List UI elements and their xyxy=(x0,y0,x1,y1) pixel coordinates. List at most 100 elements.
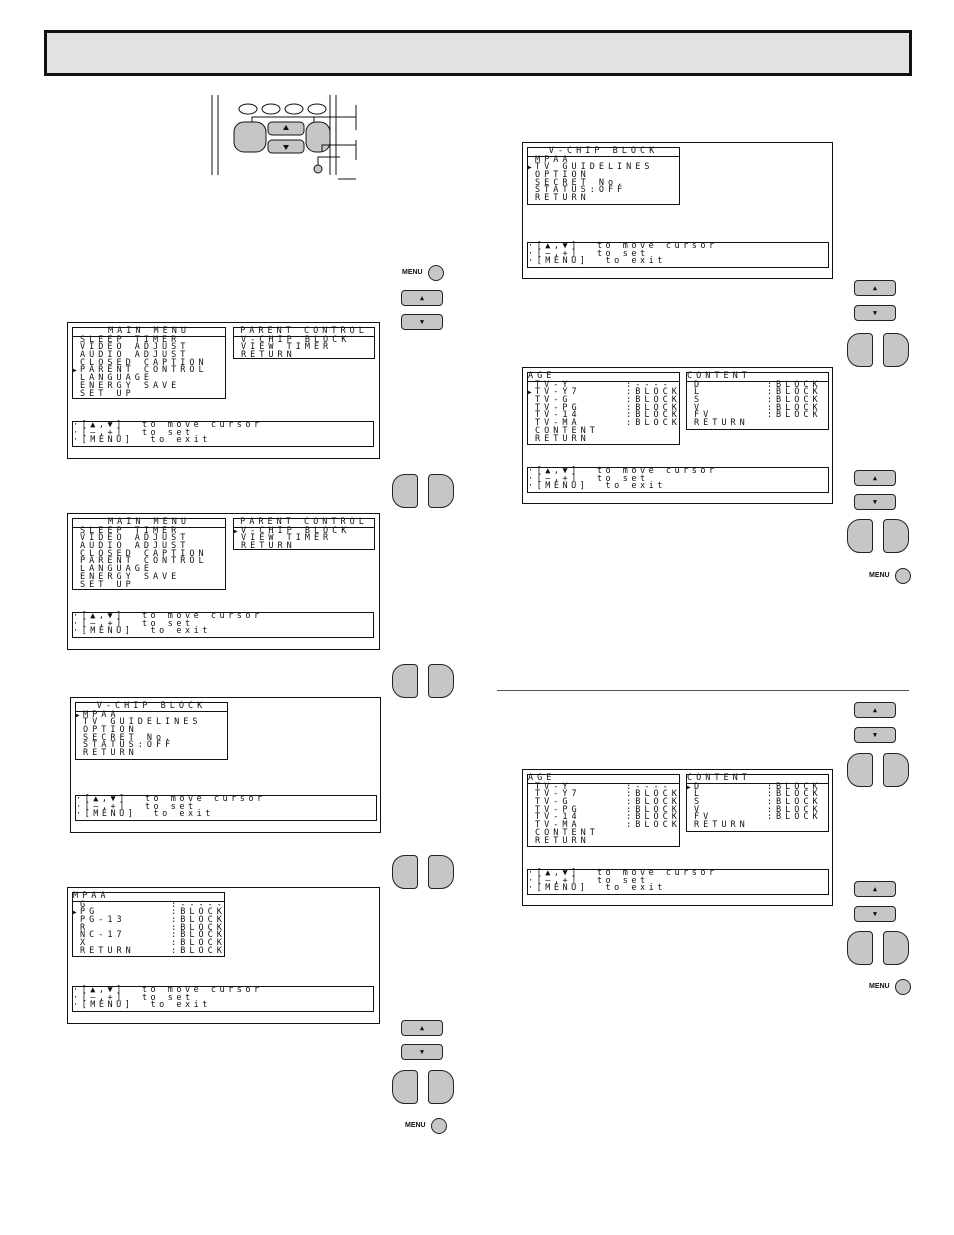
menu-item[interactable]: AUDIO ADJUST xyxy=(80,350,190,361)
menu-item[interactable]: STATUS:OFF xyxy=(83,740,175,751)
up-button[interactable]: ▲ xyxy=(854,470,896,486)
up-button[interactable]: ▲ xyxy=(854,702,896,718)
menu-item[interactable]: ENERGY SAVE xyxy=(80,380,181,391)
minus-button[interactable] xyxy=(392,474,418,508)
rating-row[interactable]: TV-Y7 :BLOCK xyxy=(535,789,681,800)
minus-button[interactable] xyxy=(392,664,418,698)
down-button[interactable]: ▼ xyxy=(854,305,896,321)
minus-button[interactable] xyxy=(847,931,873,965)
content-row[interactable]: D :BLOCK xyxy=(694,379,822,390)
menu-item[interactable]: RETURN xyxy=(241,350,296,361)
rating-row-selected[interactable]: ▶PG :BLOCK xyxy=(73,907,226,918)
plus-button[interactable] xyxy=(883,931,909,965)
menu-item-selected[interactable]: ▶PARENT CONTROL xyxy=(73,365,208,376)
up-button[interactable]: ▲ xyxy=(854,280,896,296)
content-row-selected[interactable]: ▶D :BLOCK xyxy=(687,781,822,792)
menu-item-selected[interactable]: ▶V-CHIP BLOCK xyxy=(234,525,351,536)
content-row[interactable]: L :BLOCK xyxy=(694,789,822,800)
content-row[interactable]: FV :BLOCK xyxy=(694,410,822,421)
rating-row-selected[interactable]: ▶TV-Y7 :BLOCK xyxy=(528,387,681,398)
plus-button[interactable] xyxy=(883,753,909,787)
rating-row[interactable]: RETURN :BLOCK xyxy=(80,945,226,956)
minus-button[interactable] xyxy=(392,1070,418,1104)
rating-row[interactable]: PG-13 :BLOCK xyxy=(80,915,226,926)
menu-item[interactable]: VIEW TIMER xyxy=(241,342,333,353)
menu-button[interactable]: MENU xyxy=(402,265,444,281)
menu-item-selected[interactable]: ▶TV GUIDELINES xyxy=(528,162,654,173)
content-row[interactable]: S :BLOCK xyxy=(694,395,822,406)
menu-item[interactable]: VIDEO ADJUST xyxy=(80,342,190,353)
menu-item[interactable]: ENERGY SAVE xyxy=(80,571,181,582)
rating-row[interactable]: TV-Y :---- xyxy=(535,379,672,390)
down-button[interactable]: ▼ xyxy=(854,494,896,510)
menu-item[interactable]: SET UP xyxy=(80,579,135,590)
menu-item[interactable]: CLOSED CAPTION xyxy=(80,357,208,368)
down-button[interactable]: ▼ xyxy=(854,906,896,922)
menu-item[interactable]: VIEW TIMER xyxy=(241,533,333,544)
plus-button[interactable] xyxy=(428,474,454,508)
down-button[interactable]: ▼ xyxy=(401,1044,443,1060)
rating-row[interactable]: NC-17 :BLOCK xyxy=(80,930,226,941)
menu-item[interactable]: SET UP xyxy=(80,388,135,399)
menu-item[interactable]: RETURN xyxy=(83,748,138,759)
rating-row[interactable]: TV-G :BLOCK xyxy=(535,395,681,406)
minus-button[interactable] xyxy=(847,519,873,553)
rating-row[interactable]: TV-MA :BLOCK xyxy=(535,418,681,429)
rating-row[interactable]: TV-14 :BLOCK xyxy=(535,812,681,823)
menu-item[interactable]: VIDEO ADJUST xyxy=(80,533,190,544)
plus-button[interactable] xyxy=(883,519,909,553)
plus-button[interactable] xyxy=(428,664,454,698)
menu-item[interactable]: SECRET No. xyxy=(535,177,627,188)
rating-row[interactable]: TV-MA :BLOCK xyxy=(535,820,681,831)
menu-item[interactable]: OPTION xyxy=(535,170,590,181)
content-row[interactable]: S :BLOCK xyxy=(694,797,822,808)
menu-item[interactable]: LANGUAGE xyxy=(80,373,153,384)
plus-button[interactable] xyxy=(428,855,454,889)
plus-button[interactable] xyxy=(883,333,909,367)
menu-item[interactable]: V-CHIP BLOCK xyxy=(241,334,351,345)
content-row[interactable]: FV :BLOCK xyxy=(694,812,822,823)
rating-row[interactable]: TV-G :BLOCK xyxy=(535,797,681,808)
menu-button[interactable]: MENU xyxy=(405,1118,447,1134)
rating-row[interactable]: RETURN xyxy=(535,433,590,444)
menu-item[interactable]: SECRET No. xyxy=(83,732,175,743)
content-row[interactable]: RETURN xyxy=(694,418,749,429)
menu-item[interactable]: SLEEP TIMER xyxy=(80,334,181,345)
menu-button[interactable]: MENU xyxy=(869,979,911,995)
down-button[interactable]: ▼ xyxy=(854,727,896,743)
content-row[interactable]: V :BLOCK xyxy=(694,402,822,413)
up-button[interactable]: ▲ xyxy=(401,1020,443,1036)
rating-row[interactable]: TV-PG :BLOCK xyxy=(535,402,681,413)
menu-item[interactable]: CLOSED CAPTION xyxy=(80,548,208,559)
content-row[interactable]: L :BLOCK xyxy=(694,387,822,398)
down-button[interactable]: ▼ xyxy=(401,314,443,330)
up-button[interactable]: ▲ xyxy=(401,290,443,306)
minus-button[interactable] xyxy=(392,855,418,889)
rating-row[interactable]: G :----- xyxy=(80,899,226,910)
menu-item[interactable]: LANGUAGE xyxy=(80,564,153,575)
rating-row[interactable]: R :BLOCK xyxy=(80,922,226,933)
rating-row[interactable]: TV-Y :---- xyxy=(535,781,672,792)
menu-button[interactable]: MENU xyxy=(869,568,911,584)
content-row[interactable]: RETURN xyxy=(694,820,749,831)
menu-item[interactable]: RETURN xyxy=(535,193,590,204)
menu-item[interactable]: TV GUIDELINES xyxy=(83,717,202,728)
rating-row[interactable]: RETURN xyxy=(535,835,590,846)
content-row[interactable]: V :BLOCK xyxy=(694,804,822,815)
menu-item-selected[interactable]: ▶MPAA xyxy=(76,709,120,720)
up-button[interactable]: ▲ xyxy=(854,881,896,897)
plus-button[interactable] xyxy=(428,1070,454,1104)
menu-item[interactable]: OPTION xyxy=(83,725,138,736)
rating-row[interactable]: TV-PG :BLOCK xyxy=(535,804,681,815)
menu-item[interactable]: STATUS:OFF xyxy=(535,185,627,196)
rating-row[interactable]: CONTENT xyxy=(535,425,599,436)
rating-row[interactable]: CONTENT xyxy=(535,827,599,838)
minus-button[interactable] xyxy=(847,753,873,787)
menu-item[interactable]: AUDIO ADJUST xyxy=(80,541,190,552)
minus-button[interactable] xyxy=(847,333,873,367)
menu-item[interactable]: SLEEP TIMER xyxy=(80,525,181,536)
rating-row[interactable]: TV-14 :BLOCK xyxy=(535,410,681,421)
menu-item[interactable]: RETURN xyxy=(241,541,296,552)
menu-item[interactable]: MPAA xyxy=(535,154,572,165)
menu-item[interactable]: PARENT CONTROL xyxy=(80,556,208,567)
